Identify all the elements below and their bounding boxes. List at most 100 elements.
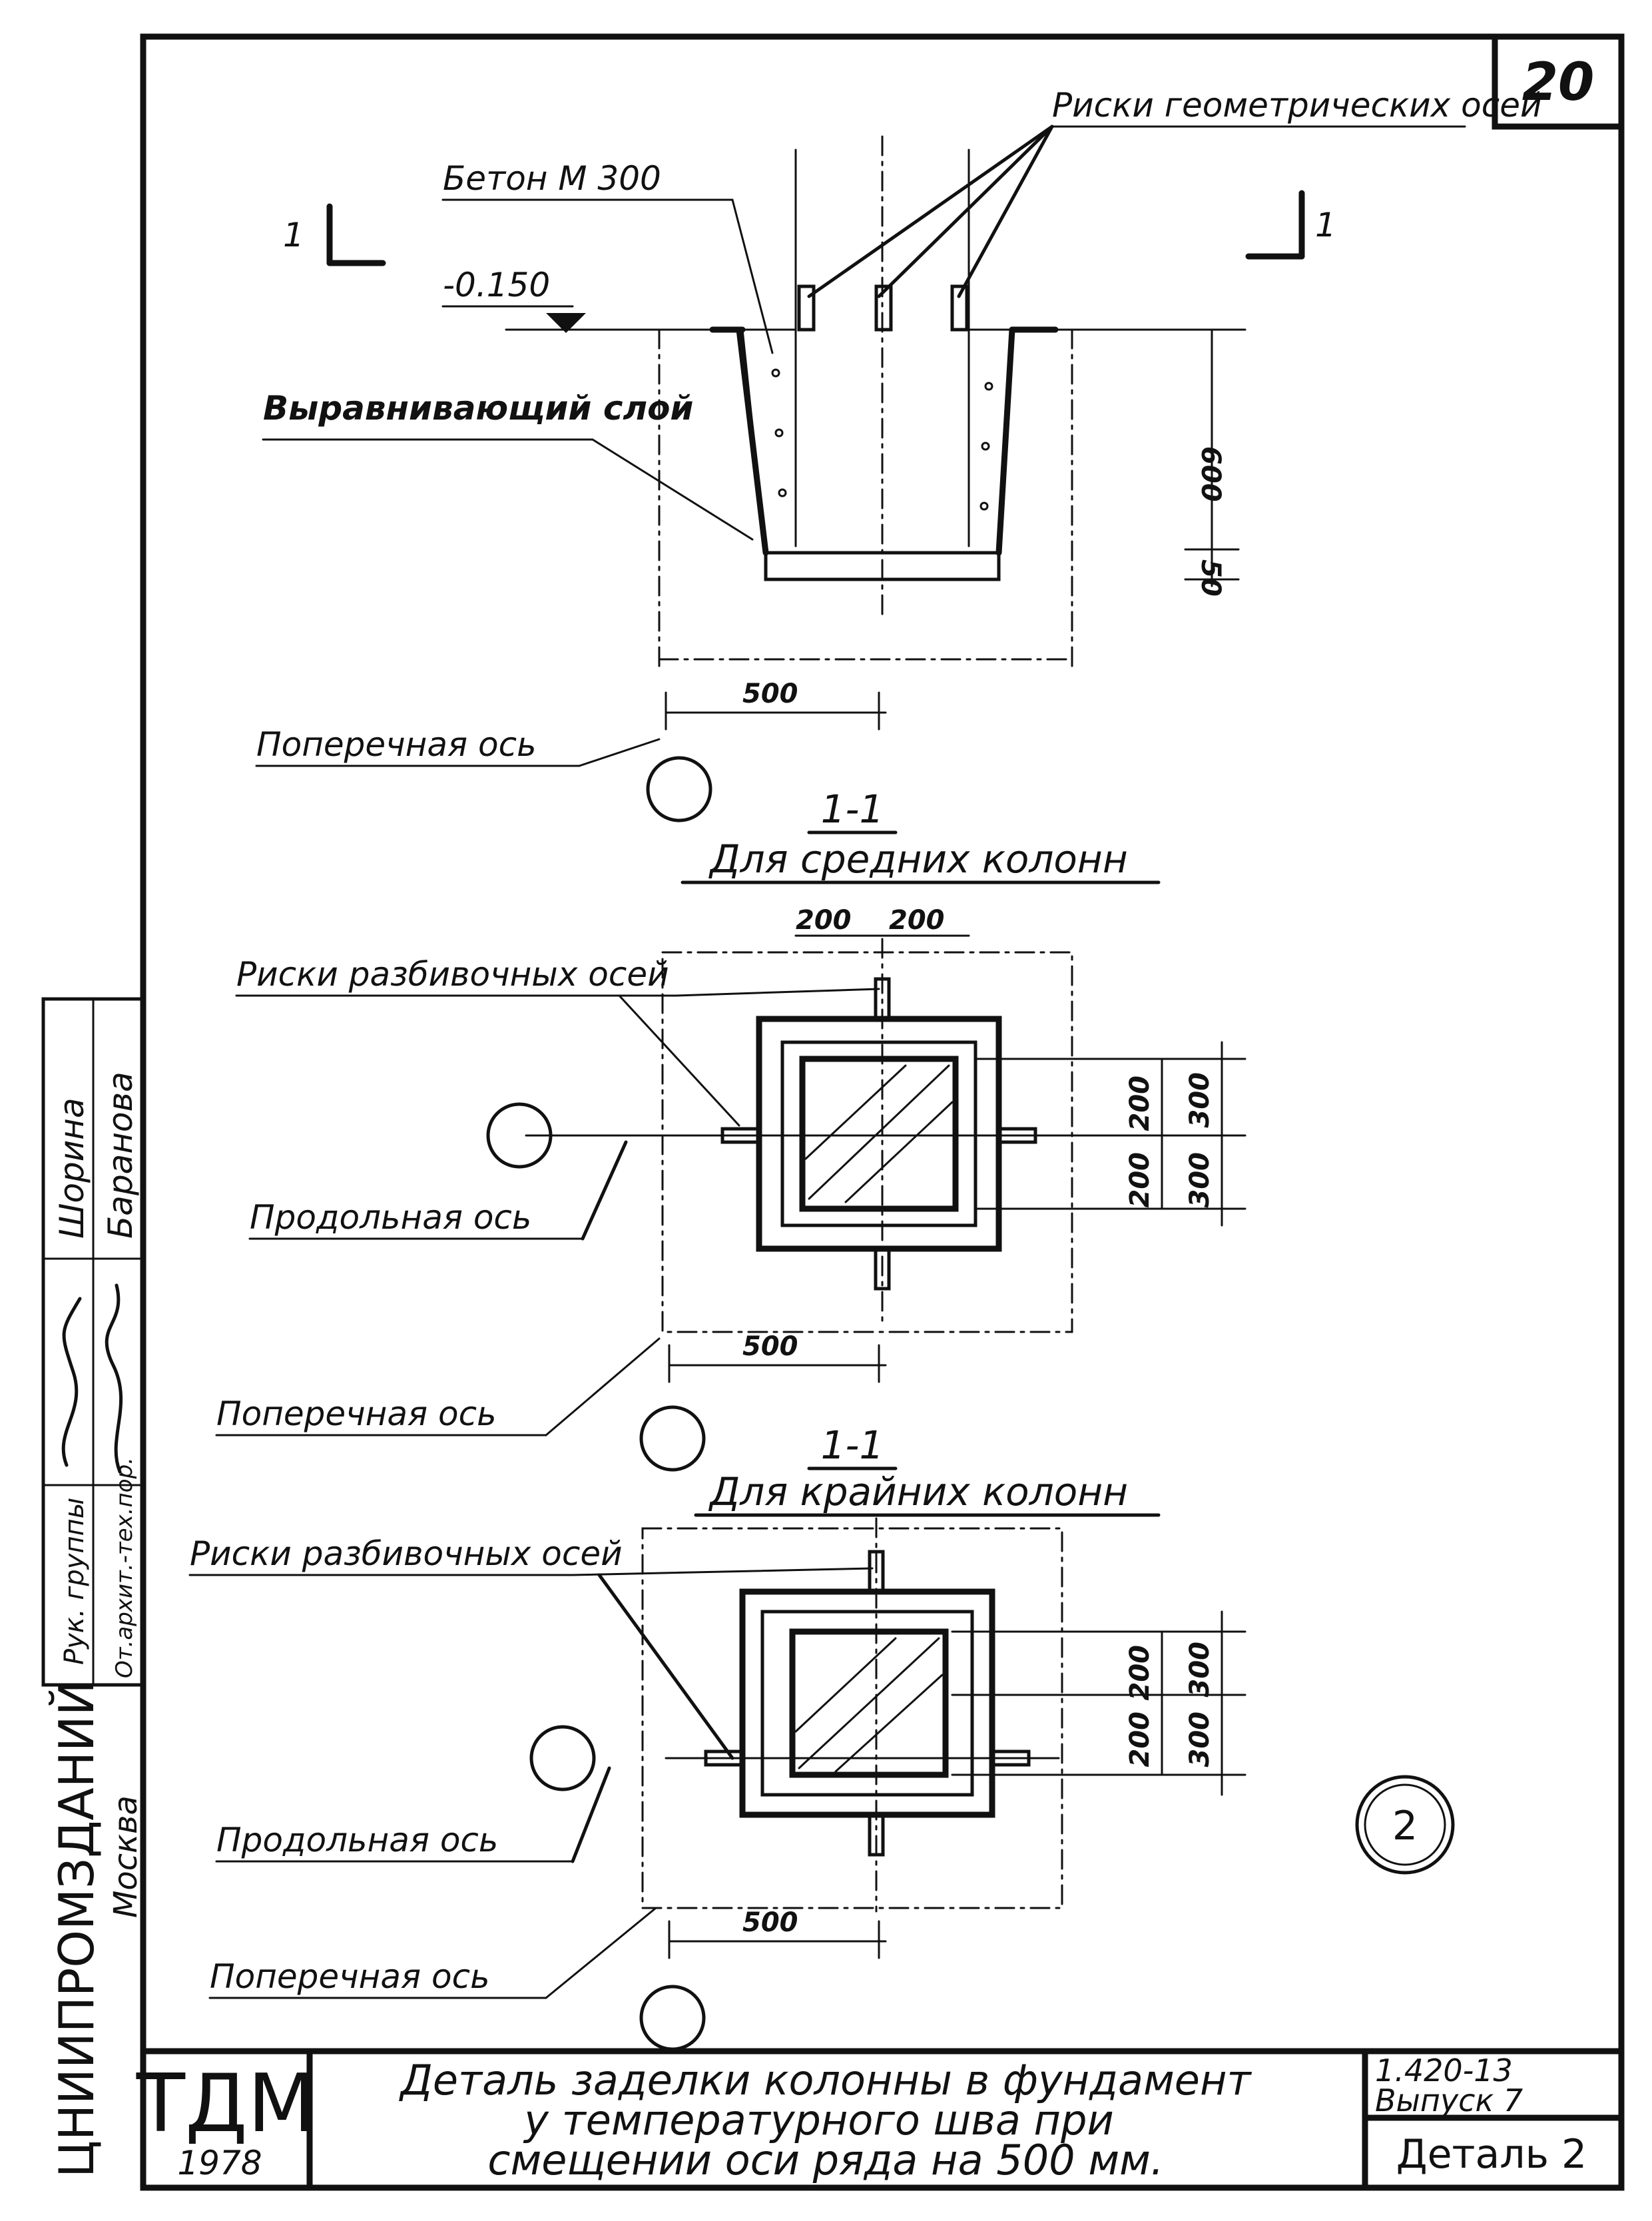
- label-longitudinal-axis: Продольная ось: [216, 1821, 498, 1859]
- column-section: [789, 1628, 949, 1778]
- section-subtitle: Для крайних колонн: [708, 1469, 1128, 1514]
- dim-right-inner-bottom: 200: [1125, 1152, 1155, 1208]
- elevation-marker: [546, 313, 586, 333]
- dim-right-outer-top: 300: [1185, 1072, 1215, 1128]
- hatch: [804, 1064, 907, 1160]
- axis-bubble: [646, 756, 712, 822]
- middle-plan-view: 1-1 Для средних колонн 200 200 Риски раз…: [215, 787, 1246, 1472]
- pocket-wall: [995, 326, 1015, 556]
- dim-top-left: 200: [796, 905, 852, 936]
- dim-offset: 500: [742, 1331, 798, 1362]
- geometric-risk-mark: [950, 284, 969, 332]
- leader-line: [545, 1337, 661, 1436]
- title-line-3: смещении оси ряда на 500 мм.: [487, 2136, 1163, 2184]
- leader-line: [571, 1766, 611, 1863]
- pocket-wall: [736, 326, 769, 556]
- concrete-dot: [979, 501, 989, 511]
- stamp-name-1: Шорина: [53, 1098, 91, 1239]
- pocket-inner: [741, 328, 1013, 554]
- concrete-dot: [771, 368, 780, 378]
- leader-line: [957, 125, 1054, 298]
- section-mark-right: 1: [1315, 206, 1336, 244]
- detail-marker: 2: [1392, 1803, 1418, 1849]
- hatch: [798, 1637, 940, 1769]
- detail-marker-circle: [1355, 1775, 1455, 1875]
- dim-right-outer-bottom: 300: [1185, 1152, 1215, 1208]
- issue-number: Выпуск 7: [1375, 2082, 1523, 2118]
- side-stamp: Шорина Баранова Рук. группы От.архит.-те…: [41, 997, 145, 2178]
- hatch: [808, 1064, 950, 1200]
- foundation-outline: [641, 1527, 1063, 1909]
- leader-line: [618, 994, 740, 1127]
- concrete-dot: [778, 488, 787, 497]
- pocket-outer: [739, 1588, 995, 1818]
- stamp-name-2: Баранова: [101, 1072, 140, 1239]
- title-line-2: у температурного шва при: [523, 2096, 1113, 2144]
- concrete-dot: [981, 442, 990, 451]
- concrete-dot: [984, 382, 993, 391]
- geometric-risk-mark: [874, 284, 893, 332]
- leader-line: [675, 988, 880, 997]
- dim-right-inner-top: 200: [1125, 1076, 1155, 1131]
- dim-offset: 500: [742, 679, 798, 709]
- label-risks-layout: Риски разбивочных осей: [190, 1534, 623, 1573]
- concrete-dot: [774, 428, 784, 438]
- section-title: 1-1: [821, 1423, 884, 1468]
- label-transverse-axis: Поперечная ось: [256, 725, 537, 764]
- sheet-number-box: [1492, 33, 1625, 130]
- label-concrete: Бетон М 300: [443, 159, 661, 198]
- title-block: ТДМ 1978 Деталь заделки колонны в фундам…: [136, 2048, 1625, 2191]
- year: 1978: [177, 2144, 262, 2182]
- leader-line: [578, 738, 661, 767]
- axis-bubble: [639, 1985, 706, 2051]
- title-line-1: Деталь заделки колонны в фундамент: [398, 2056, 1252, 2104]
- stamp-city: Москва: [107, 1795, 144, 1918]
- leader-line: [807, 125, 1054, 298]
- hatch: [794, 1637, 897, 1733]
- label-transverse-axis: Поперечная ось: [210, 1957, 490, 1996]
- dim-right-inner-top: 200: [1125, 1645, 1155, 1701]
- leader-line: [571, 1567, 874, 1576]
- leader-line: [877, 125, 1054, 298]
- leader-line: [591, 438, 754, 541]
- label-transverse-axis: Поперечная ось: [216, 1395, 497, 1433]
- section-subtitle: Для средних колонн: [708, 836, 1128, 882]
- series-code: 1.420-13: [1375, 2053, 1513, 2088]
- dim-right-outer-top: 300: [1185, 1642, 1215, 1698]
- leveling-layer: [764, 551, 1001, 581]
- leader-line: [597, 1573, 734, 1760]
- dim-depth: 600: [1195, 446, 1226, 502]
- stamp-role-2: От.архит.-тех.пор.: [111, 1457, 138, 1678]
- org-code: ТДМ: [136, 2058, 317, 2150]
- dim-right-outer-bottom: 300: [1185, 1712, 1215, 1767]
- signature-2: [105, 1283, 123, 1474]
- detail-marker-inner: [1364, 1783, 1446, 1866]
- pocket-outer: [756, 1016, 1002, 1252]
- hatch: [844, 1101, 954, 1203]
- axis-bubble: [486, 1102, 553, 1169]
- pocket-inner: [780, 1040, 977, 1227]
- dim-layer: 50: [1195, 559, 1226, 597]
- leader-line: [545, 1907, 657, 1999]
- dim-top-right: 200: [889, 905, 945, 936]
- geometric-risk-mark: [797, 284, 816, 332]
- section-title: 1-1: [821, 787, 884, 832]
- dim-offset: 500: [742, 1907, 798, 1938]
- leader-line: [581, 1140, 628, 1241]
- label-risks-layout: Риски разбивочных осей: [236, 955, 669, 994]
- top-elevation-view: Риски геометрических осей Бетон М 300 1 …: [255, 86, 1542, 822]
- signature-1: [61, 1297, 82, 1467]
- column-section: [799, 1056, 959, 1212]
- label-leveling-layer: Выравнивающий слой: [263, 389, 693, 428]
- axis-bubble: [529, 1725, 596, 1791]
- stamp-role-1: Рук. группы: [59, 1498, 90, 1665]
- label-elevation: -0.150: [443, 266, 550, 304]
- dim-right-inner-bottom: 200: [1125, 1712, 1155, 1767]
- sheet-number: 20: [1522, 53, 1595, 113]
- section-mark-left: 1: [283, 216, 304, 254]
- stamp-org: ЦНИИПРОМЗДАНИЙ: [49, 1680, 105, 2178]
- detail-label: Деталь 2: [1396, 2131, 1587, 2178]
- hatch: [834, 1674, 944, 1773]
